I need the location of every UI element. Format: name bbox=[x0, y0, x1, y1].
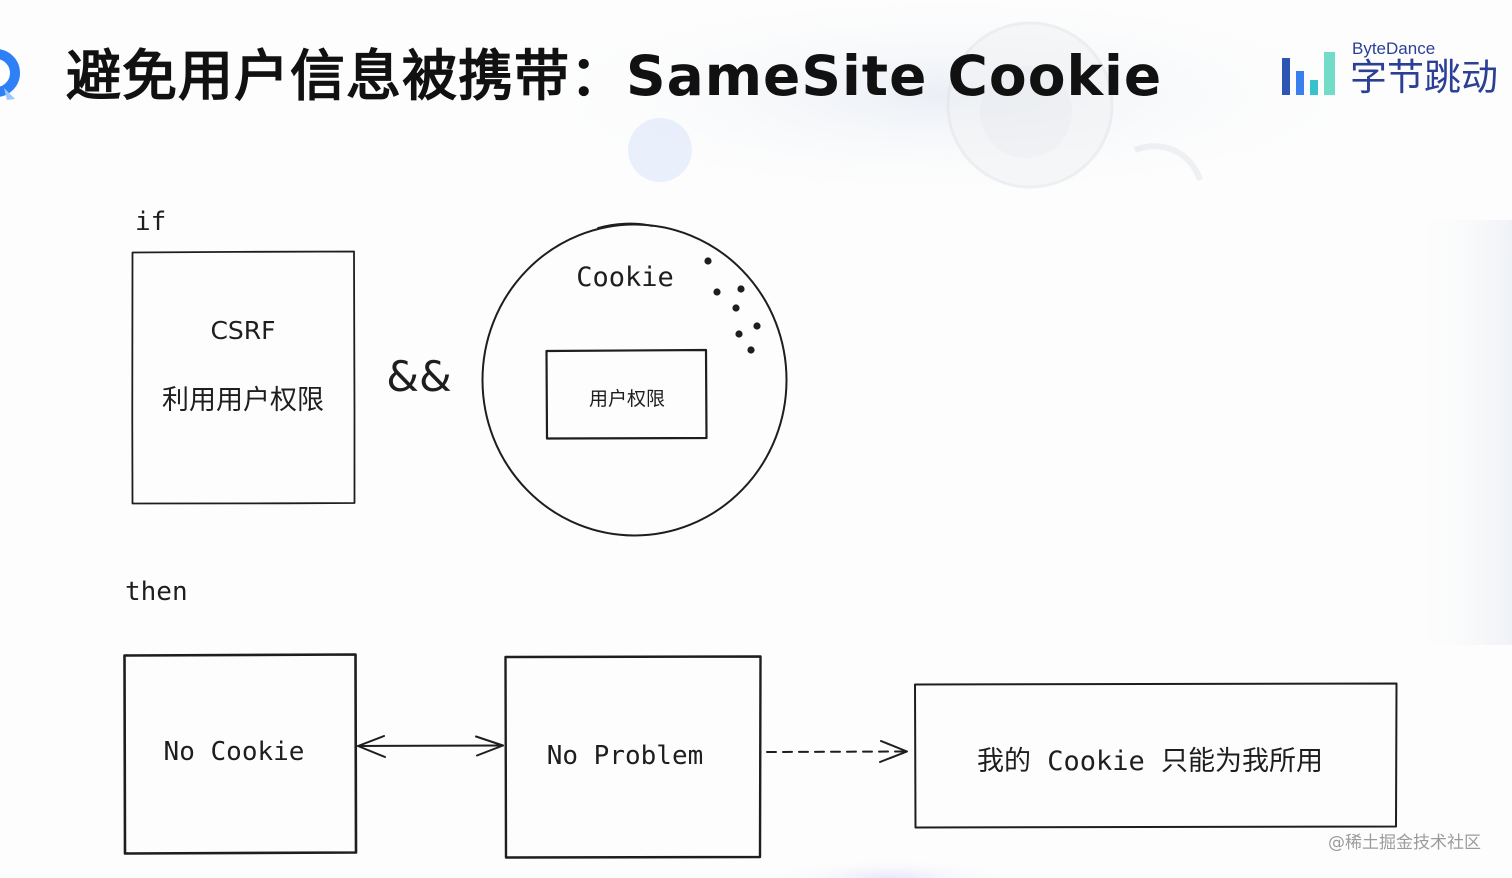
presenter-logo-icon bbox=[0, 49, 20, 100]
then-label: then bbox=[125, 577, 188, 607]
no-problem-box-border bbox=[504, 655, 762, 859]
csrf-box: CSRF 利用用户权限 bbox=[131, 250, 356, 505]
presenter-logo-tail bbox=[4, 88, 15, 100]
brand-bar bbox=[1282, 58, 1290, 95]
cookie-label: Cookie bbox=[576, 262, 674, 293]
dashed-arrowhead bbox=[879, 740, 908, 763]
bytedance-bars-icon bbox=[1282, 52, 1335, 95]
no-problem-box: No Problem bbox=[504, 655, 762, 859]
platform-watermark: @稀土掘金技术社区 bbox=[1328, 833, 1481, 853]
dashed-arrow bbox=[766, 740, 908, 763]
arrowhead-left bbox=[357, 735, 386, 758]
conclusion-label: 我的 Cookie 只能为我所用 bbox=[977, 746, 1323, 777]
brand-bar bbox=[1324, 52, 1335, 95]
astronaut-face bbox=[980, 66, 1072, 158]
cookie-dot bbox=[737, 285, 745, 293]
slide-title: 避免用户信息被携带：SameSite Cookie bbox=[66, 44, 1163, 108]
conclusion-box: 我的 Cookie 只能为我所用 bbox=[914, 682, 1398, 829]
no-problem-label: No Problem bbox=[547, 741, 704, 771]
dashed-arrow-shaft bbox=[766, 750, 906, 753]
arrowhead-right bbox=[475, 735, 504, 757]
cookie-dot bbox=[713, 288, 721, 296]
cookie-circle: Cookie 用户权限 bbox=[481, 222, 788, 537]
brand-bar bbox=[1310, 80, 1318, 95]
user-permission-label: 用户权限 bbox=[589, 388, 665, 410]
csrf-box-title: CSRF bbox=[210, 316, 275, 345]
cookie-circle-overlap-stroke bbox=[597, 222, 653, 229]
presenter-logo-ring bbox=[0, 49, 20, 97]
brand-latin-name: ByteDance bbox=[1352, 39, 1436, 58]
conclusion-box-border bbox=[914, 682, 1398, 829]
cookie-dot bbox=[753, 322, 761, 330]
bidirectional-arrow bbox=[357, 735, 504, 758]
astronaut-illustration bbox=[946, 21, 1203, 189]
csrf-box-subtitle: 利用用户权限 bbox=[162, 385, 324, 416]
astronaut-arm bbox=[1133, 143, 1203, 182]
and-operator: && bbox=[386, 352, 452, 401]
brand-chinese-name: 字节跳动 bbox=[1350, 56, 1498, 99]
cookie-dot bbox=[747, 346, 755, 354]
no-cookie-box: No Cookie bbox=[123, 653, 358, 855]
cookie-dot bbox=[735, 330, 743, 338]
cookie-crumbs bbox=[704, 257, 761, 354]
if-label: if bbox=[135, 207, 166, 237]
decorative-background-art bbox=[480, 0, 1512, 878]
side-panel-glow bbox=[1400, 220, 1512, 645]
csrf-box-border bbox=[131, 250, 356, 505]
brand-bar bbox=[1296, 71, 1304, 95]
user-permission-box bbox=[545, 348, 708, 440]
decorative-sphere bbox=[628, 118, 692, 182]
cookie-dot bbox=[704, 257, 712, 265]
bidirectional-arrow-shaft bbox=[357, 744, 504, 747]
samesite-diagram: if CSRF 利用用户权限 && Cookie bbox=[123, 207, 1398, 859]
cookie-dot bbox=[732, 304, 740, 312]
bottom-glow bbox=[760, 858, 1020, 878]
no-cookie-label: No Cookie bbox=[164, 737, 305, 767]
no-cookie-box-border bbox=[123, 653, 358, 855]
